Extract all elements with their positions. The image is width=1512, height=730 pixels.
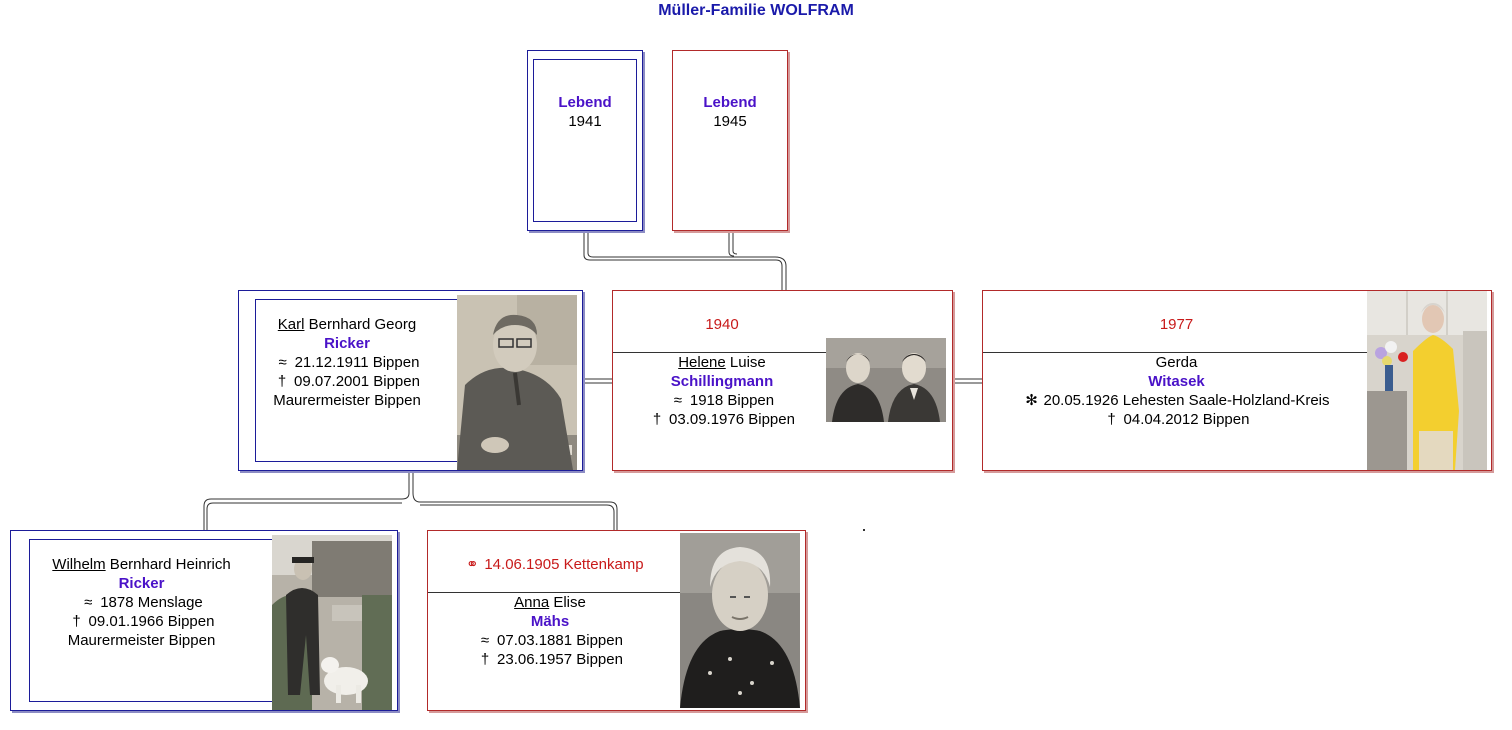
person-box-lebend-1945[interactable]: Lebend 1945 [672, 50, 788, 231]
call-name: Helene [678, 354, 726, 371]
baptism-icon: ≈ [278, 354, 287, 371]
person-box-lebend-1941[interactable]: Lebend 1941 [527, 50, 643, 231]
death-text: 09.01.1966 Bippen [88, 613, 215, 630]
given-names: Karl Bernhard Georg [239, 315, 455, 334]
person-box-anna-maehs[interactable]: ⚭ 14.06.1905 Kettenkamp Anna Elise Mähs ≈… [427, 530, 806, 711]
death-cross-icon: † [277, 373, 287, 390]
given-name-rest: Luise [725, 354, 766, 371]
person-box-wilhelm-ricker[interactable]: Wilhelm Bernhard Heinrich Ricker ≈1878 M… [10, 530, 398, 711]
birth-line: ✻ 20.05.1926 Lehesten Saale-Holzland-Krei… [983, 391, 1370, 410]
baptism-icon: ≈ [84, 594, 93, 611]
wedding-rings-icon: ⚭ [466, 556, 479, 573]
birth-text: 20.05.1926 Lehesten Saale-Holzland-Kreis [1043, 392, 1330, 409]
given-names: Helene Luise [613, 353, 831, 372]
marriage-divider [613, 352, 826, 353]
call-name: Anna [514, 594, 550, 611]
person-info: Wilhelm Bernhard Heinrich Ricker ≈1878 M… [11, 555, 272, 650]
death-line: † 09.01.1966 Bippen [11, 612, 272, 631]
marriage-line: ⚭ 14.06.1905 Kettenkamp [428, 555, 680, 574]
baptism-text: 07.03.1881 Bippen [497, 632, 623, 649]
call-name: Wilhelm [52, 556, 106, 573]
baptism-line: ≈07.03.1881 Bippen [428, 631, 672, 650]
person-box-karl-ricker[interactable]: Karl Bernhard Georg Ricker ≈21.12.1911 B… [238, 290, 583, 471]
occupation: Maurermeister Bippen [273, 392, 421, 409]
baptism-text: 1878 Menslage [100, 594, 203, 611]
surname: Ricker [324, 335, 370, 352]
person-photo-anna [680, 533, 800, 708]
person-info: Gerda Witasek ✻ 20.05.1926 Lehesten Saale… [983, 353, 1370, 429]
death-cross-icon: † [480, 651, 490, 668]
person-info: Karl Bernhard Georg Ricker ≈21.12.1911 B… [239, 315, 455, 410]
surname: Schillingmann [670, 373, 774, 390]
baptism-line: ≈1878 Menslage [11, 593, 272, 612]
given-names: Wilhelm Bernhard Heinrich [11, 555, 272, 574]
birth-star-icon: ✻ [1025, 392, 1038, 409]
baptism-text: 1918 Bippen [689, 392, 775, 409]
portrait-couple-icon [826, 338, 946, 422]
marriage-year: 1940 [705, 316, 739, 333]
person-box-inner-frame [533, 59, 637, 222]
person-photo-karl [457, 295, 577, 470]
marriage-text: 14.06.1905 Kettenkamp [484, 556, 644, 573]
surname: Ricker [118, 575, 165, 592]
living-label: Lebend [703, 94, 757, 111]
occupation: Maurermeister Bippen [67, 632, 216, 649]
death-line: † 03.09.1976 Bippen [613, 410, 831, 429]
person-photo-helene [826, 338, 946, 422]
death-text: 23.06.1957 Bippen [497, 651, 623, 668]
baptism-text: 21.12.1911 Bippen [294, 354, 420, 371]
living-label: Lebend [558, 94, 612, 111]
baptism-icon: ≈ [480, 632, 490, 649]
given-name-rest: Bernhard Heinrich [105, 556, 231, 573]
death-text: 09.07.2001 Bippen [294, 373, 420, 390]
call-name: Karl [277, 316, 305, 333]
marriage-divider [428, 592, 680, 593]
death-cross-icon: † [652, 411, 662, 428]
surname: Mähs [530, 613, 570, 630]
given-names: Anna Elise [428, 593, 672, 612]
birth-year: 1941 [568, 113, 602, 130]
person-box-gerda-witasek[interactable]: 1977 Gerda Witasek ✻ 20.05.1926 Lehesten … [982, 290, 1492, 471]
portrait-man-with-dog-icon [272, 535, 392, 710]
person-info: Anna Elise Mähs ≈07.03.1881 Bippen † 23.0… [428, 593, 672, 669]
portrait-elderly-woman-icon [680, 533, 800, 708]
surname: Witasek [1148, 373, 1205, 390]
stray-dot [863, 529, 865, 531]
given-name-rest: Elise [549, 594, 586, 611]
birth-year: 1945 [713, 113, 747, 130]
death-line: † 23.06.1957 Bippen [428, 650, 672, 669]
person-photo-gerda [1367, 291, 1487, 470]
death-text: 04.04.2012 Bippen [1123, 411, 1250, 428]
baptism-line: ≈1918 Bippen [613, 391, 831, 410]
death-line: † 04.04.2012 Bippen [983, 410, 1370, 429]
given-names: Gerda [1155, 354, 1198, 371]
person-info: Lebend 1945 [673, 93, 787, 131]
marriage-year: 1977 [1159, 316, 1194, 333]
portrait-man-working-icon [457, 295, 577, 470]
given-name-rest: Bernhard Georg [304, 316, 417, 333]
person-info: Lebend 1941 [528, 93, 642, 131]
marriage-divider [983, 352, 1367, 353]
death-cross-icon: † [72, 613, 81, 630]
death-text: 03.09.1976 Bippen [669, 411, 795, 428]
person-info: Helene Luise Schillingmann ≈1918 Bippen … [613, 353, 831, 429]
page-title: Müller-Familie WOLFRAM [658, 2, 854, 19]
portrait-woman-kitchen-icon [1367, 291, 1487, 470]
death-cross-icon: † [1107, 411, 1116, 428]
baptism-icon: ≈ [673, 392, 682, 409]
person-photo-wilhelm [272, 535, 392, 710]
baptism-line: ≈21.12.1911 Bippen [239, 353, 455, 372]
death-line: † 09.07.2001 Bippen [239, 372, 455, 391]
person-box-helene-schillingmann[interactable]: 1940 Helene Luise Schillingmann ≈1918 Bi… [612, 290, 953, 471]
